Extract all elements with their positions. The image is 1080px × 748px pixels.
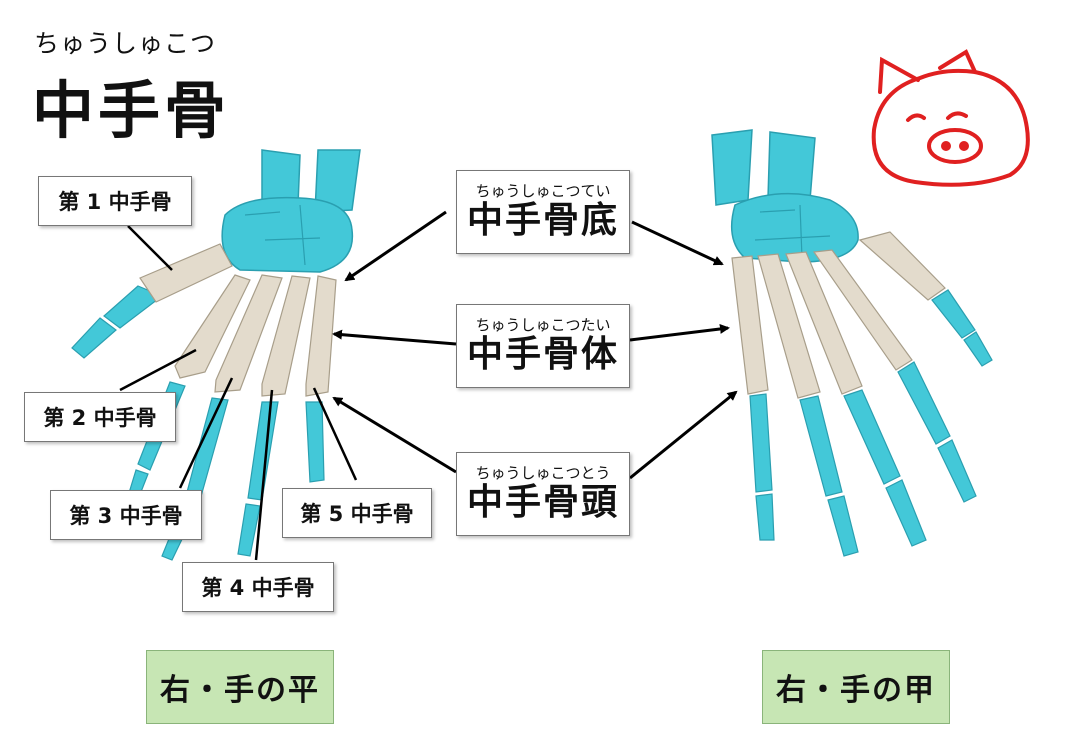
- part-shaft-ruby: ちゅうしゅこつたい: [475, 316, 611, 334]
- part-shaft-box: ちゅうしゅこつたい 中手骨体: [456, 304, 630, 388]
- page-title: 中手骨: [32, 74, 231, 147]
- label-metacarpal-3: 第 3 中手骨: [50, 490, 202, 540]
- title-ruby: ちゅうしゅこつ: [34, 29, 217, 58]
- label-metacarpal-1: 第 1 中手骨: [38, 176, 192, 226]
- part-head-ruby: ちゅうしゅこつとう: [475, 464, 611, 482]
- part-head-name: 中手骨頭: [466, 482, 619, 523]
- part-arrows: [332, 210, 738, 480]
- part-base-box: ちゅうしゅこつてい 中手骨底: [456, 170, 630, 254]
- label-metacarpal-4: 第 4 中手骨: [182, 562, 334, 612]
- pig-face-doodle-icon: [871, 49, 1030, 187]
- caption-palm: 右・手の平: [146, 650, 334, 724]
- right-hand-back: [711, 129, 993, 557]
- caption-back: 右・手の甲: [762, 650, 950, 724]
- part-base-name: 中手骨底: [466, 200, 619, 241]
- label-metacarpal-2: 第 2 中手骨: [24, 392, 176, 442]
- part-base-ruby: ちゅうしゅこつてい: [475, 182, 611, 200]
- label-metacarpal-5: 第 5 中手骨: [282, 488, 432, 538]
- metacarpal-leader-lines: [119, 225, 358, 561]
- part-head-box: ちゅうしゅこつとう 中手骨頭: [456, 452, 630, 536]
- part-shaft-name: 中手骨体: [466, 334, 619, 375]
